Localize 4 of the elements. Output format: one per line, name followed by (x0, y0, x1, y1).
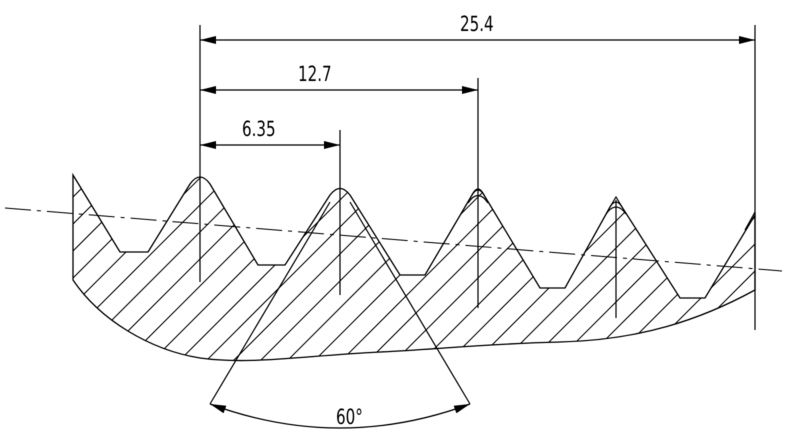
dimension-text: 12.7 (298, 64, 332, 85)
dimension-text: 6.35 (242, 119, 276, 140)
dimension-text: 60° (336, 407, 363, 428)
dimension-text: 25.4 (460, 14, 494, 35)
